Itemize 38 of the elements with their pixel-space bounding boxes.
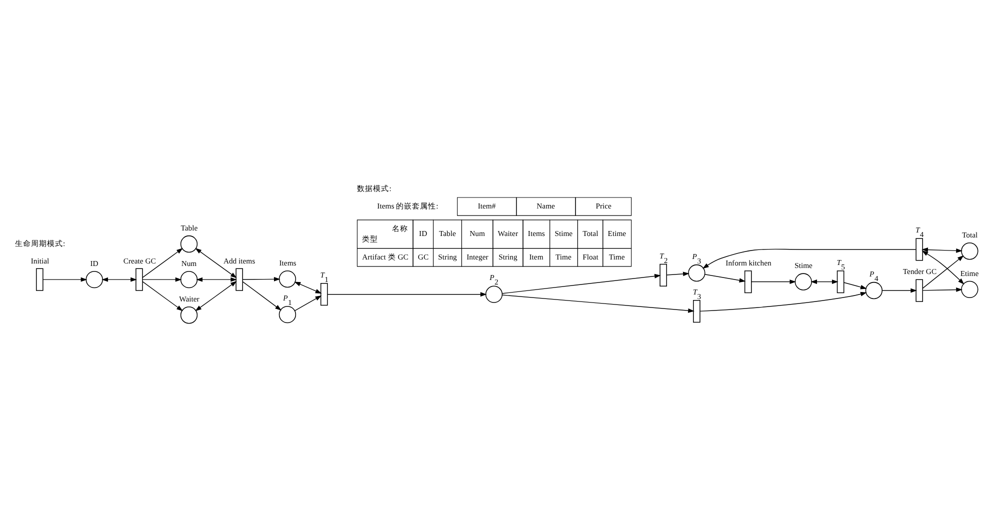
label: String <box>498 252 518 261</box>
label: 类型 <box>362 234 378 243</box>
label: Time <box>608 252 625 261</box>
node-label: Total <box>962 230 978 240</box>
label: Name <box>536 201 555 210</box>
label: ID <box>419 228 428 238</box>
label: 生命周期模式: <box>15 238 66 248</box>
label: Items 的嵌套属性: <box>377 201 438 210</box>
label: Num <box>470 228 485 238</box>
node-label: Num <box>181 258 197 268</box>
label: 名称 <box>392 223 408 232</box>
label: 数据模式: <box>357 184 392 193</box>
label: Table <box>439 228 456 238</box>
node-label: Stime <box>794 260 812 270</box>
label: Float <box>582 252 598 261</box>
label: GC <box>418 252 429 261</box>
label: Total <box>582 228 598 238</box>
node-label: Initial <box>30 256 50 265</box>
node-label: Add items <box>223 256 256 265</box>
label: Item# <box>478 201 496 210</box>
label: String <box>438 252 457 261</box>
label: Items <box>528 228 545 238</box>
node-label: Etime <box>960 268 979 278</box>
label: Etime <box>608 228 626 238</box>
label: Item <box>529 252 544 261</box>
node-label: ID <box>90 258 98 268</box>
label: Price <box>596 201 612 210</box>
node-label: Tender GC <box>902 266 937 276</box>
label: Integer <box>466 252 488 261</box>
node-label: Table <box>180 222 198 232</box>
label: Waiter <box>498 228 518 238</box>
node-label: Inform kitchen <box>726 258 772 267</box>
node-label: Items <box>279 258 296 267</box>
node-label: Create GC <box>123 256 156 265</box>
node-label: Waiter <box>179 294 200 304</box>
label: Artifact 类 GC <box>362 252 408 261</box>
label: Stime <box>554 228 573 238</box>
label: Time <box>556 252 572 261</box>
